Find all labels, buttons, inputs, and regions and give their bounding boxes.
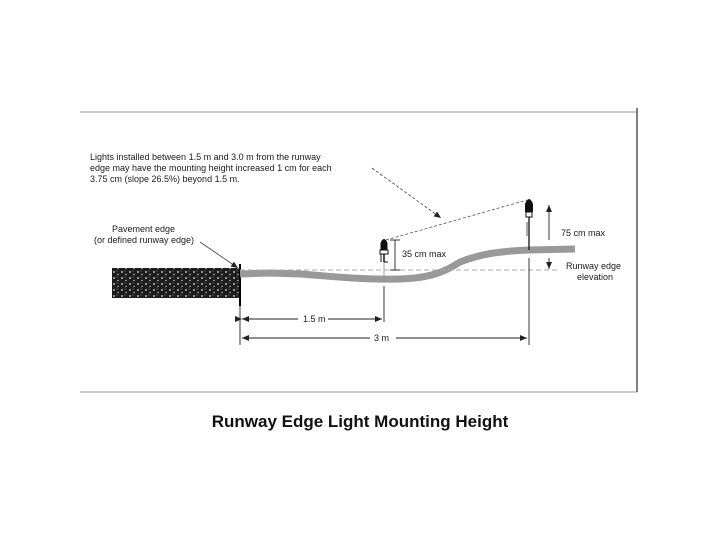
annotation-leader — [371, 167, 442, 219]
edge-light-high — [525, 199, 533, 250]
label-distance-1-5m: 1.5 m — [303, 314, 326, 324]
label-distance-3m: 3 m — [374, 333, 389, 343]
pavement-block — [112, 268, 240, 298]
label-35cm-max: 35 cm max — [402, 249, 447, 259]
diagram-frame — [80, 108, 638, 393]
label-75cm-max: 75 cm max — [561, 228, 606, 238]
label-runway-edge-elevation: Runway edge elevation — [566, 261, 624, 282]
pavement-leader — [199, 241, 239, 269]
dimension-35cm — [390, 239, 400, 271]
pavement-edge-label: Pavement edge (or defined runway edge) — [94, 224, 194, 245]
diagram-caption: Runway Edge Light Mounting Height — [211, 412, 509, 431]
ground-profile — [239, 245, 576, 283]
edge-light-low — [379, 239, 389, 282]
distance-dimensions — [235, 258, 530, 345]
annotation-text: Lights installed between 1.5 m and 3.0 m… — [90, 152, 334, 184]
slope-line — [385, 199, 528, 241]
